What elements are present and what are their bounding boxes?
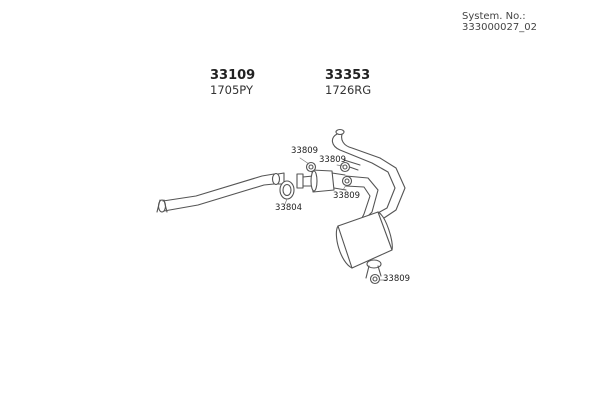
part-number: 33109 [210,68,256,83]
part-number: 33353 [325,68,371,83]
gasket-ring [279,180,295,200]
callout-hanger-3: 33809 [333,191,361,201]
part-code: 1726RG [325,83,372,97]
callout-hanger-4: 33809 [383,274,411,284]
system-number: System. No.: 333000027_02 [462,11,537,33]
leader-lines [284,157,388,281]
flange-connector [296,173,314,189]
hanger-rubbers [305,161,381,285]
part-label-rear-section: 33353 1726RG [325,68,371,97]
callout-hanger-2: 33809 [319,155,347,165]
callout-hanger-1: 33809 [291,146,319,156]
rear-pipes [331,128,406,223]
part-code: 1705PY [210,83,253,97]
front-pipe [156,172,285,213]
front-silencer [310,169,347,193]
rear-silencer [335,211,393,279]
part-label-front-pipe: 33109 1705PY [210,68,255,97]
callout-gasket: 33804 [275,203,303,213]
